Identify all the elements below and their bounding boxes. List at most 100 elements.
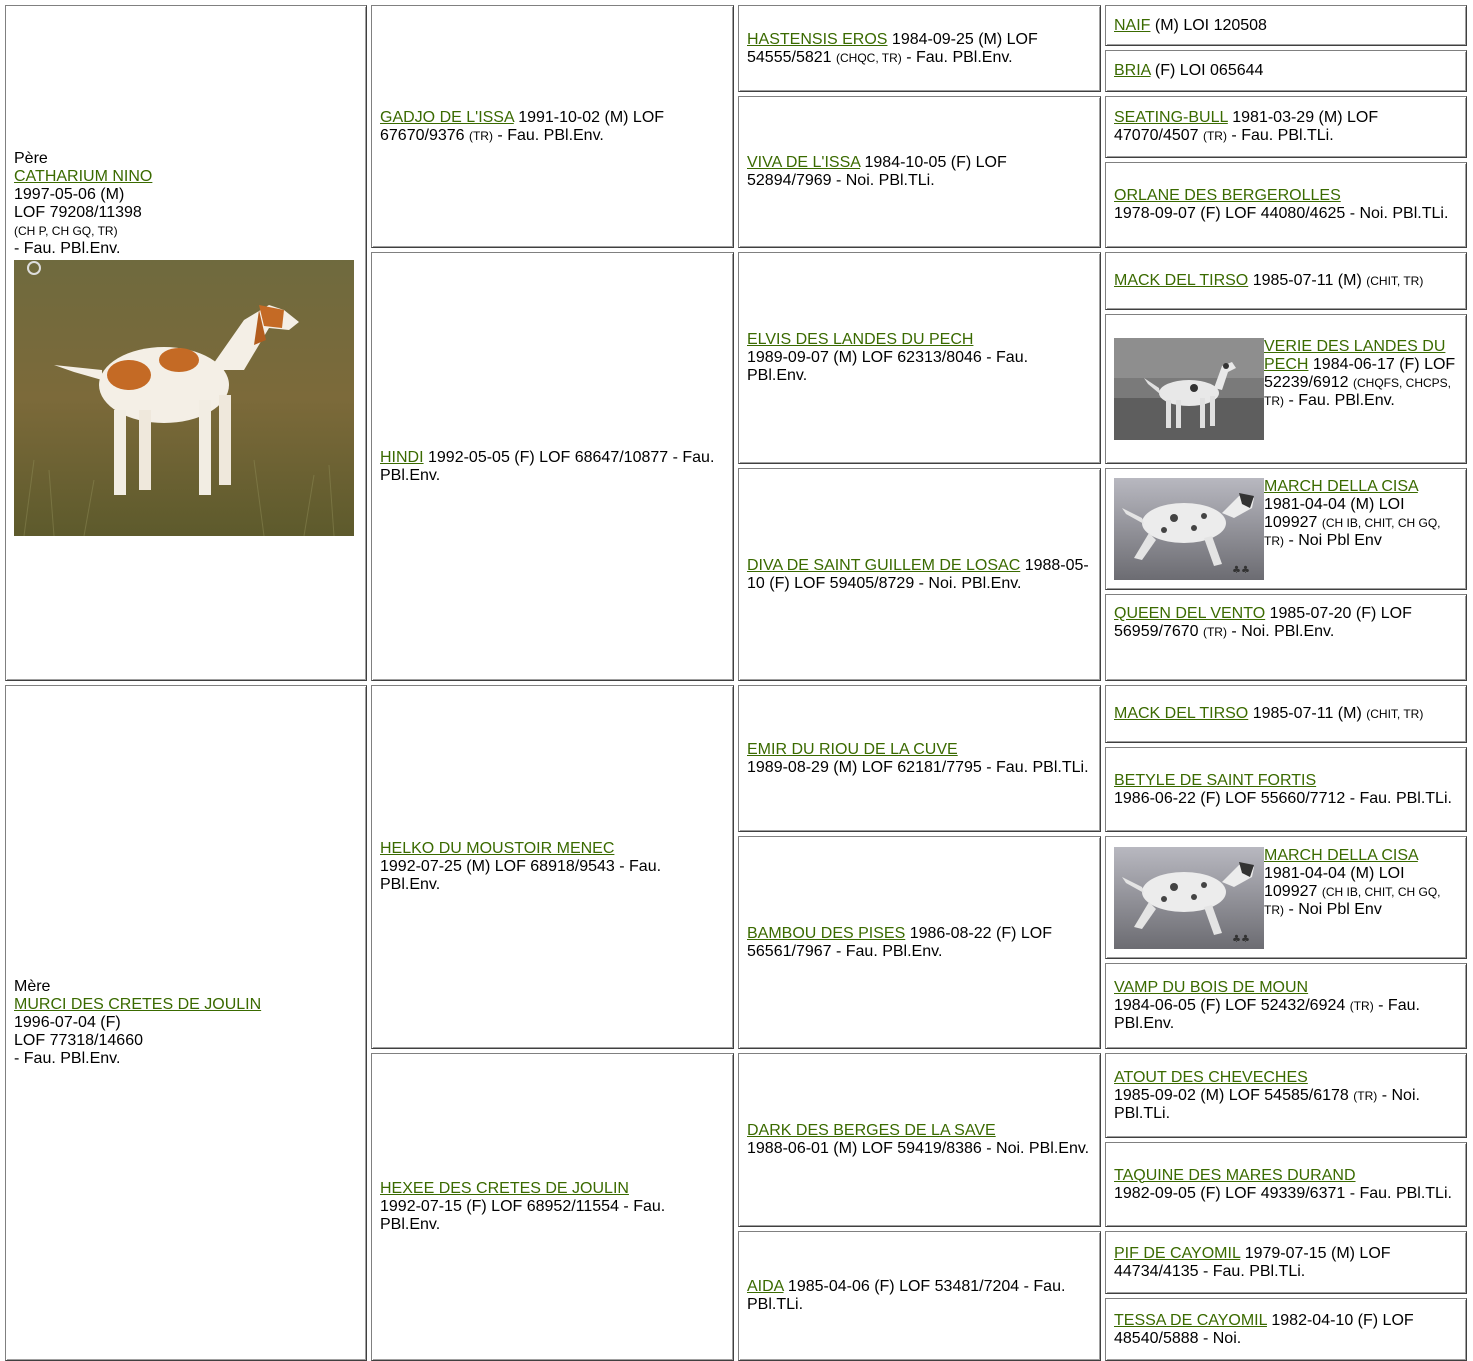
g3-details: 1985-04-06 (F) LOF 53481/7204 - Fau. PBl…	[747, 1278, 1066, 1313]
g3-name-link[interactable]: DARK DES BERGES DE LA SAVE	[747, 1122, 996, 1139]
dam-name-link[interactable]: MURCI DES CRETES DE JOULIN	[14, 996, 262, 1013]
g4-name-link[interactable]: VERIE DES LANDES DU PECH	[1264, 338, 1446, 373]
g4-titles: (CHIT, TR)	[1366, 707, 1424, 721]
g4-titles: (CHQFS, CHCPS, TR)	[1264, 376, 1451, 408]
g4-details: 1985-07-20 (F) LOF 56959/7670	[1114, 605, 1412, 640]
g4-name-link[interactable]: MACK DEL TIRSO	[1114, 705, 1249, 722]
g4-details-end: - Noi Pbl Env	[1284, 900, 1382, 918]
g3-details-end: - Fau. PBl.Env.	[901, 48, 1013, 66]
svg-text:♣♣: ♣♣	[1232, 565, 1250, 576]
g3-cell: AIDA 1985-04-06 (F) LOF 53481/7204 - Fau…	[738, 1231, 1101, 1361]
g3-name-link[interactable]: ELVIS DES LANDES DU PECH	[747, 331, 974, 348]
sire-cell: Père CATHARIUM NINO 1997-05-06 (M) LOF 7…	[5, 5, 367, 681]
g4-details: (M) LOI 120508	[1150, 16, 1267, 34]
g4-titles: (CH IB, CHIT, CH GQ, TR)	[1264, 516, 1441, 548]
g4-details: (F) LOI 065644	[1150, 62, 1264, 79]
g4-name-link[interactable]: MARCH DELLA CISA	[1264, 478, 1418, 495]
g4-cell: VAMP DU BOIS DE MOUN 1984-06-05 (F) LOF …	[1105, 963, 1467, 1049]
g3-cell: DARK DES BERGES DE LA SAVE 1988-06-01 (M…	[738, 1053, 1101, 1227]
g4-name-link[interactable]: TAQUINE DES MARES DURAND	[1114, 1166, 1356, 1184]
g4-details: 1978-09-07 (F) LOF 44080/4625 - Noi. PBl…	[1114, 205, 1449, 222]
g3-name-link[interactable]: EMIR DU RIOU DE LA CUVE	[747, 740, 958, 758]
g4-cell: ♣♣ MARCH DELLA CISA 1981-04-04 (M) LOI 1…	[1105, 468, 1467, 590]
g4-cell: NAIF (M) LOI 120508	[1105, 5, 1467, 46]
g2-cell: HELKO DU MOUSTOIR MENEC 1992-07-25 (M) L…	[371, 685, 734, 1049]
g3-titles: (CHQC, TR)	[835, 50, 902, 65]
g4-cell: BETYLE DE SAINT FORTIS 1986-06-22 (F) LO…	[1105, 747, 1467, 832]
dam-born: 1996-07-04 (F)	[14, 1014, 121, 1031]
g2-details-end: - Fau. PBl.Env.	[492, 126, 604, 144]
g4-cell: VERIE DES LANDES DU PECH 1984-06-17 (F) …	[1105, 314, 1467, 464]
g4-titles: (CHIT, TR)	[1366, 274, 1424, 288]
g3-details: 1986-08-22 (F) LOF 56561/7967 - Fau. PBl…	[747, 924, 1052, 960]
march-photo: ♣♣	[1114, 846, 1264, 949]
g4-cell: ATOUT DES CHEVECHES 1985-09-02 (M) LOF 5…	[1105, 1053, 1467, 1138]
g3-cell: HASTENSIS EROS 1984-09-25 (M) LOF 54555/…	[738, 5, 1101, 92]
g2-details: 1991-10-02 (M) LOF 67670/9376	[380, 108, 665, 144]
g2-cell: GADJO DE L'ISSA 1991-10-02 (M) LOF 67670…	[371, 5, 734, 248]
g4-details: 1984-06-17 (F) LOF 52239/6912	[1264, 356, 1456, 391]
g4-name-link[interactable]: ORLANE DES BERGEROLLES	[1114, 187, 1341, 204]
g3-details: 1988-06-01 (M) LOF 59419/8386 - Noi. PBl…	[747, 1140, 1090, 1157]
g4-details: 1982-04-10 (F) LOF 48540/5888 - Noi.	[1114, 1311, 1414, 1347]
g4-cell: MACK DEL TIRSO 1985-07-11 (M) (CHIT, TR)	[1105, 685, 1467, 743]
g4-cell: ♣♣ MARCH DELLA CISA 1981-04-04 (M) LOI 1…	[1105, 836, 1467, 959]
g3-name-link[interactable]: HASTENSIS EROS	[747, 30, 888, 48]
g4-details: 1986-06-22 (F) LOF 55660/7712 - Fau. PBl…	[1114, 789, 1452, 807]
g3-details: 1988-05-10 (F) LOF 59405/8729 - Noi. PBl…	[747, 556, 1089, 592]
g4-titles: (TR)	[1202, 129, 1227, 143]
g2-cell: HINDI 1992-05-05 (F) LOF 68647/10877 - F…	[371, 252, 734, 681]
g2-titles: (TR)	[468, 128, 493, 143]
verie-photo	[1114, 338, 1264, 440]
sire-reg: LOF 79208/11398	[14, 204, 142, 221]
g4-name-link[interactable]: SEATING-BULL	[1114, 109, 1228, 126]
g4-name-link[interactable]: ATOUT DES CHEVECHES	[1114, 1068, 1308, 1086]
g4-details: 1981-04-04 (M) LOI 109927	[1264, 496, 1405, 531]
dam-role: Mère	[14, 978, 51, 995]
g4-name-link[interactable]: BETYLE DE SAINT FORTIS	[1114, 771, 1317, 789]
g2-name-link[interactable]: GADJO DE L'ISSA	[380, 108, 514, 126]
g2-cell: HEXEE DES CRETES DE JOULIN 1992-07-15 (F…	[371, 1053, 734, 1361]
g3-cell: BAMBOU DES PISES 1986-08-22 (F) LOF 5656…	[738, 836, 1101, 1049]
dam-color: - Fau. PBl.Env.	[14, 1050, 121, 1067]
g4-details-end: - Fau. PBl.TLi.	[1226, 127, 1334, 144]
g3-name-link[interactable]: BAMBOU DES PISES	[747, 924, 906, 942]
g3-name-link[interactable]: VIVA DE L'ISSA	[747, 154, 861, 171]
g3-cell: ELVIS DES LANDES DU PECH 1989-09-07 (M) …	[738, 252, 1101, 464]
g2-details: 1992-07-15 (F) LOF 68952/11554 - Fau. PB…	[380, 1198, 666, 1233]
g3-cell: VIVA DE L'ISSA 1984-10-05 (F) LOF 52894/…	[738, 96, 1101, 248]
g4-details: 1979-07-15 (M) LOF 44734/4135 - Fau. PBl…	[1114, 1244, 1391, 1280]
g4-cell: BRIA (F) LOI 065644	[1105, 50, 1467, 92]
g4-cell: QUEEN DEL VENTO 1985-07-20 (F) LOF 56959…	[1105, 594, 1467, 681]
g3-details: 1984-10-05 (F) LOF 52894/7969 - Noi. PBl…	[747, 154, 1007, 189]
g4-titles: (TR)	[1353, 1088, 1378, 1103]
g3-name-link[interactable]: DIVA DE SAINT GUILLEM DE LOSAC	[747, 556, 1021, 574]
g4-details: 1985-09-02 (M) LOF 54585/6178	[1114, 1086, 1354, 1104]
g4-titles: (TR)	[1349, 999, 1374, 1013]
g4-name-link[interactable]: BRIA	[1114, 62, 1151, 79]
g2-name-link[interactable]: HINDI	[380, 448, 424, 466]
g4-name-link[interactable]: VAMP DU BOIS DE MOUN	[1114, 979, 1309, 996]
sire-color: - Fau. PBl.Env.	[14, 240, 121, 257]
g4-name-link[interactable]: TESSA DE CAYOMIL	[1114, 1311, 1267, 1329]
g3-cell: EMIR DU RIOU DE LA CUVE 1989-08-29 (M) L…	[738, 685, 1101, 832]
g4-cell: TAQUINE DES MARES DURAND 1982-09-05 (F) …	[1105, 1142, 1467, 1227]
sire-name-link[interactable]: CATHARIUM NINO	[14, 168, 153, 185]
g4-details: 1984-06-05 (F) LOF 52432/6924	[1114, 997, 1350, 1014]
g4-name-link[interactable]: NAIF	[1114, 16, 1151, 34]
g4-name-link[interactable]: MARCH DELLA CISA	[1264, 846, 1418, 864]
g4-details-end: - Noi. PBl.TLi.	[1114, 1086, 1420, 1122]
g4-details: 1982-09-05 (F) LOF 49339/6371 - Fau. PBl…	[1114, 1184, 1452, 1202]
g2-name-link[interactable]: HELKO DU MOUSTOIR MENEC	[380, 840, 615, 857]
sire-role: Père	[14, 150, 48, 167]
g4-details: 1981-03-29 (M) LOF 47070/4507	[1114, 109, 1379, 144]
g4-cell: MACK DEL TIRSO 1985-07-11 (M) (CHIT, TR)	[1105, 252, 1467, 310]
g3-name-link[interactable]: AIDA	[747, 1278, 784, 1295]
g2-name-link[interactable]: HEXEE DES CRETES DE JOULIN	[380, 1180, 629, 1197]
dam-reg: LOF 77318/14660	[14, 1032, 143, 1049]
g4-name-link[interactable]: PIF DE CAYOMIL	[1114, 1244, 1241, 1262]
sire-titles: (CH P, CH GQ, TR)	[14, 224, 118, 238]
g4-name-link[interactable]: QUEEN DEL VENTO	[1114, 605, 1266, 622]
g4-name-link[interactable]: MACK DEL TIRSO	[1114, 272, 1249, 289]
